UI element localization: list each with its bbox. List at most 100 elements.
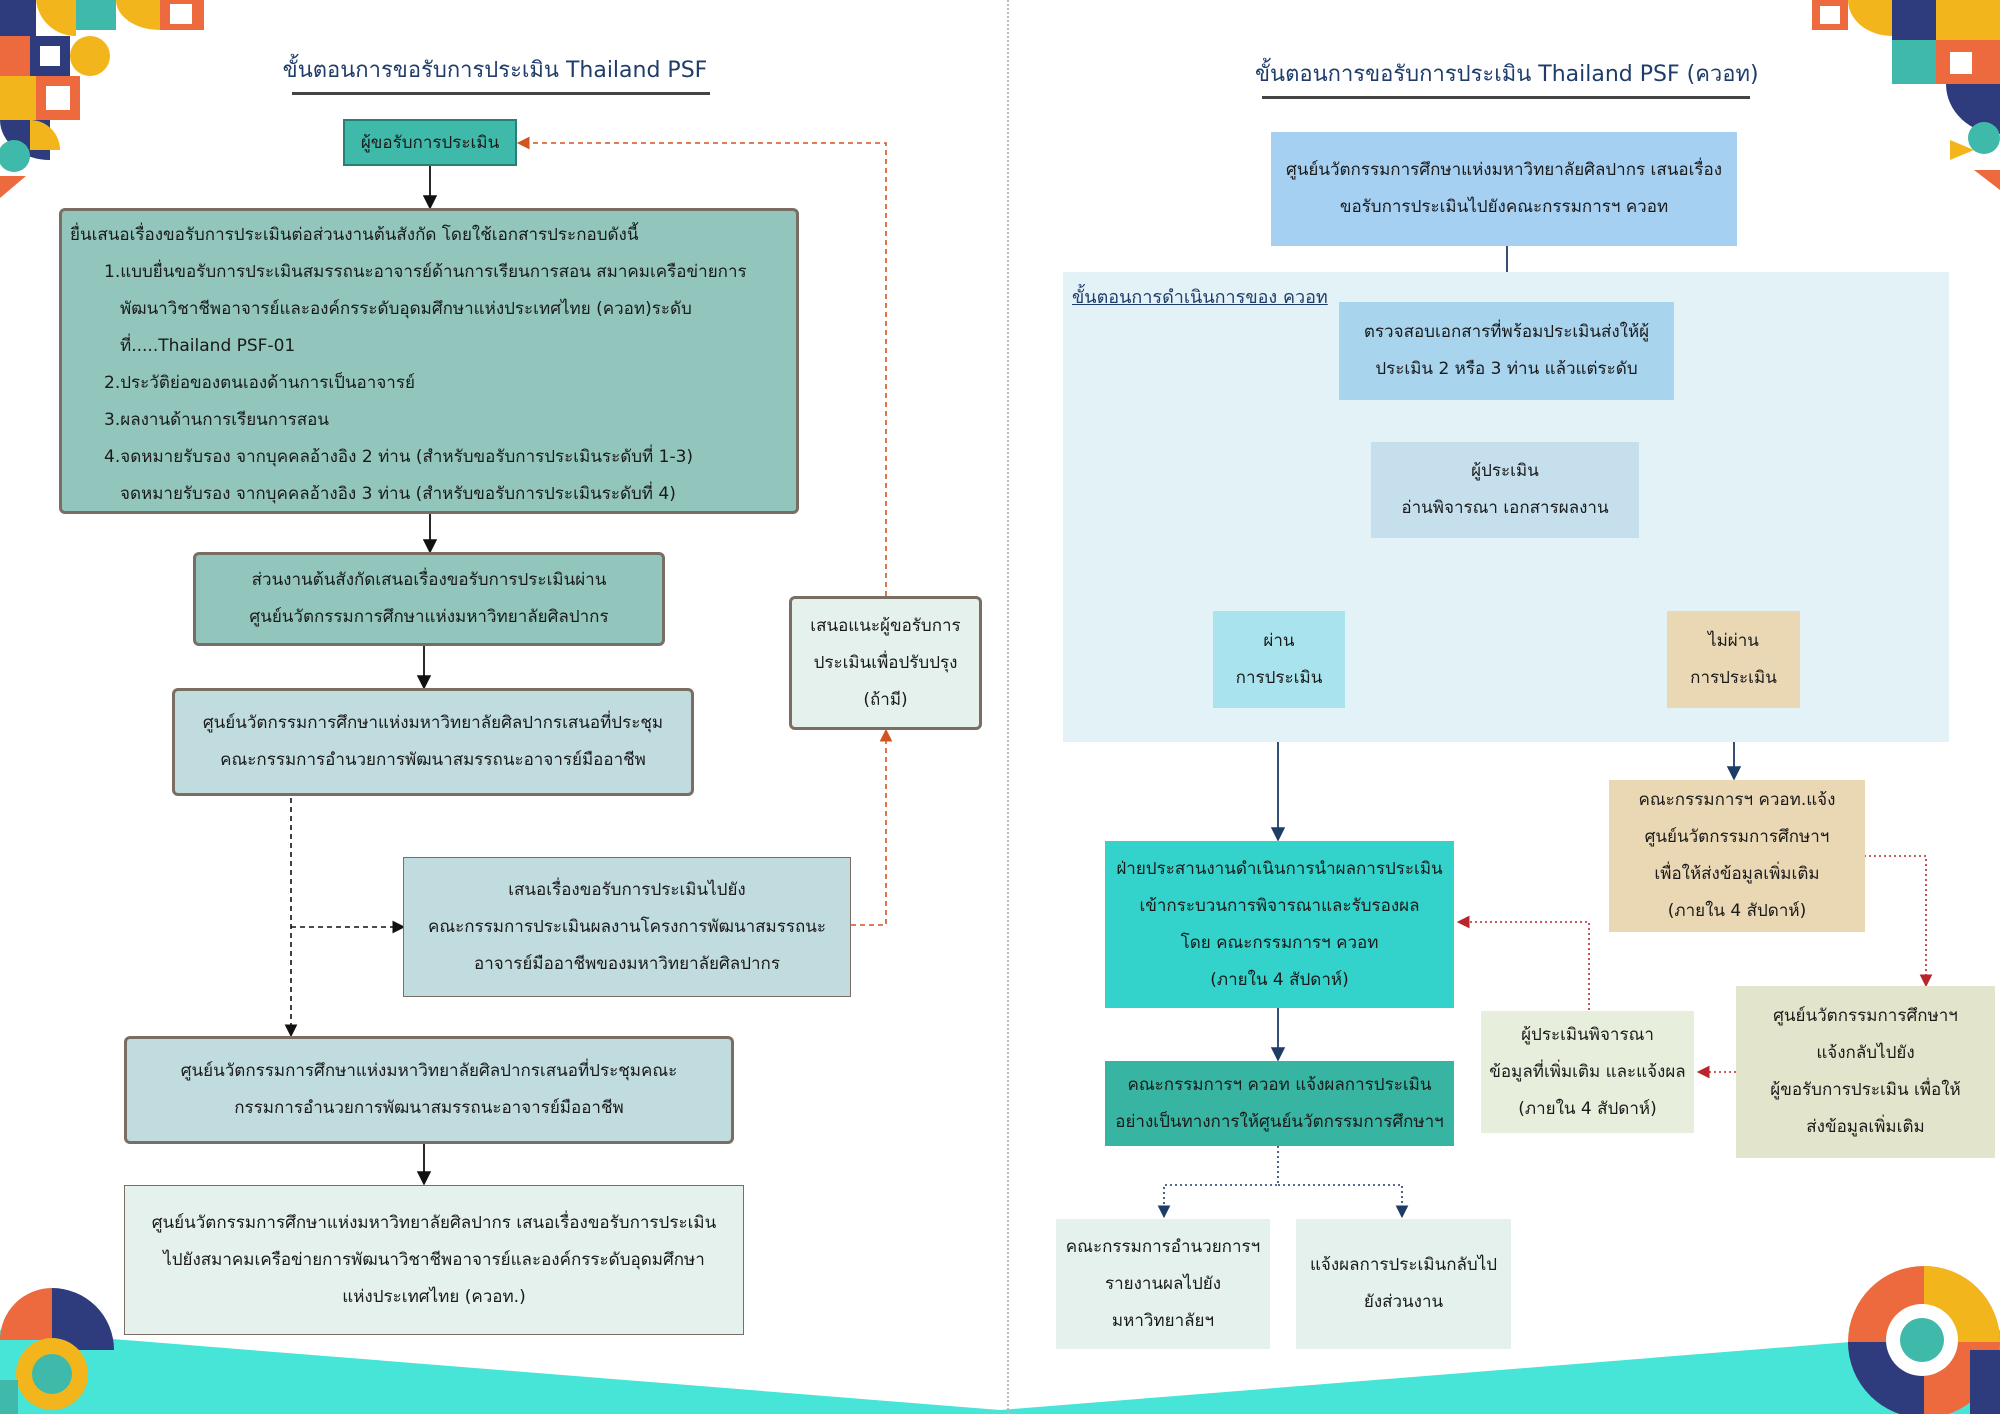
fail-box: ไม่ผ่าน การประเมิน <box>1667 611 1800 708</box>
corner-ornament-bottom-left <box>0 1288 114 1414</box>
right-title: ขั้นตอนการขอรับการประเมิน Thailand PSF (… <box>1255 62 1759 87</box>
center-notify-line: ผู้ขอรับการประเมิน เพื่อให้ <box>1770 1080 1961 1100</box>
arrow-official-inform <box>1278 1184 1409 1219</box>
suggest-line: ประเมินเพื่อปรับปรุง <box>813 652 958 673</box>
official-box: คณะกรรมการฯ ควอท แจ้งผลการประเมิน อย่างเ… <box>1105 1061 1454 1146</box>
inform-line: ยังส่วนงาน <box>1363 1292 1444 1312</box>
send-box: ศูนย์นวัตกรรมการศึกษาแห่งมหาวิทยาลัยศิลป… <box>124 1185 744 1335</box>
fail-line: การประเมิน <box>1690 667 1777 688</box>
assessor-line: อ่านพิจารณา เอกสารผลงาน <box>1401 498 1609 518</box>
center-meeting-line: ศูนย์นวัตกรรมการศึกษาแห่งมหาวิทยาลัยศิลป… <box>202 713 664 733</box>
suggest-box: เสนอแนะผู้ขอรับการ ประเมินเพื่อปรับปรุง … <box>789 596 982 730</box>
unit-line: ส่วนงานต้นสังกัดเสนอเรื่องขอรับการประเมิ… <box>251 570 607 590</box>
item-line: จดหมายรับรอง จากบุคคลอ้างอิง 2 ท่าน (สำห… <box>120 447 694 467</box>
assessor-more-line: (ภายใน 4 สัปดาห์) <box>1518 1098 1657 1119</box>
corner-ornament-bottom-right <box>1848 1266 2000 1414</box>
arrow-suggest-applicant <box>516 136 887 596</box>
item-number: 2. <box>104 373 121 393</box>
check-line: ประเมิน 2 หรือ 3 ท่าน แล้วแต่ระดับ <box>1375 359 1638 379</box>
report-line: คณะกรรมการอำนวยการฯ <box>1065 1236 1261 1257</box>
coord-line: โดย คณะกรรมการฯ ควอท <box>1180 932 1379 953</box>
propose-line: เสนอเรื่องขอรับการประเมินไปยัง <box>508 879 746 900</box>
arrow-official-report <box>1157 1146 1279 1219</box>
suggest-line: เสนอแนะผู้ขอรับการ <box>810 615 961 636</box>
item-line: ผลงานด้านการเรียนการสอน <box>120 410 329 430</box>
top-box: ศูนย์นวัตกรรมการศึกษาแห่งมหาวิทยาลัยศิลป… <box>1271 132 1737 246</box>
notify-center-line: คณะกรรมการฯ ควอท.แจ้ง <box>1638 790 1836 810</box>
submit-box: ยื่นเสนอเรื่องขอรับการประเมินต่อส่วนงานต… <box>59 208 799 514</box>
submit-item-4: 4.จดหมายรับรอง จากบุคคลอ้างอิง 2 ท่าน (ส… <box>70 439 788 513</box>
item-line: ที่.....Thailand PSF-01 <box>120 336 296 356</box>
pass-line: การประเมิน <box>1235 667 1323 688</box>
propose-line: คณะกรรมการประเมินผลงานโครงการพัฒนาสมรรถน… <box>427 916 827 937</box>
top-line: ขอรับการประเมินไปยังคณะกรรมการฯ ควอท <box>1339 197 1669 217</box>
coord-box: ฝ่ายประสานงานดำเนินการนำผลการประเมิน เข้… <box>1105 841 1454 1008</box>
check-box: ตรวจสอบเอกสารที่พร้อมประเมินส่งให้ผู้ ปร… <box>1339 302 1674 400</box>
center-meeting2-line: กรรมการอำนวยการพัฒนาสมรรถนะอาจารย์มืออาช… <box>234 1098 624 1118</box>
coord-line: เข้ากระบวนการพิจารณาและรับรองผล <box>1139 895 1420 916</box>
check-line: ตรวจสอบเอกสารที่พร้อมประเมินส่งให้ผู้ <box>1363 322 1650 342</box>
corner-ornament-top-left <box>0 0 204 198</box>
notify-center-box: คณะกรรมการฯ ควอท.แจ้ง ศูนย์นวัตกรรมการศึ… <box>1609 780 1865 932</box>
top-line: ศูนย์นวัตกรรมการศึกษาแห่งมหาวิทยาลัยศิลป… <box>1285 160 1723 180</box>
assessor-box: ผู้ประเมิน อ่านพิจารณา เอกสารผลงาน <box>1371 442 1639 538</box>
center-meeting-box: ศูนย์นวัตกรรมการศึกษาแห่งมหาวิทยาลัยศิลป… <box>172 688 694 796</box>
unit-box: ส่วนงานต้นสังกัดเสนอเรื่องขอรับการประเมิ… <box>193 552 665 646</box>
center-meeting-line: คณะกรรมการอำนวยการพัฒนาสมรรถนะอาจารย์มือ… <box>220 750 646 770</box>
center-notify-line: แจ้งกลับไปยัง <box>1816 1043 1915 1063</box>
submit-item-1: 1.แบบยื่นขอรับการประเมินสมรรถนะอาจารย์ด้… <box>70 254 788 365</box>
unit-line: ศูนย์นวัตกรรมการศึกษาแห่งมหาวิทยาลัยศิลป… <box>249 607 609 627</box>
report-line: มหาวิทยาลัยฯ <box>1111 1310 1215 1331</box>
assessor-more-box: ผู้ประเมินพิจารณา ข้อมูลที่เพิ่มเติม และ… <box>1481 1011 1694 1133</box>
arrow-propose-suggest <box>851 728 893 926</box>
notify-center-line: (ภายใน 4 สัปดาห์) <box>1667 901 1807 921</box>
official-line: คณะกรรมการฯ ควอท แจ้งผลการประเมิน <box>1127 1074 1432 1095</box>
submit-heading: ยื่นเสนอเรื่องขอรับการประเมินต่อส่วนงานต… <box>70 225 639 245</box>
inform-line: แจ้งผลการประเมินกลับไป <box>1309 1255 1498 1275</box>
propose-line: อาจารย์มืออาชีพของมหาวิทยาลัยศิลปากร <box>474 953 780 974</box>
page-divider <box>1007 0 1009 1414</box>
applicant-box: ผู้ขอรับการประเมิน <box>343 119 517 166</box>
center-meeting2-box: ศูนย์นวัตกรรมการศึกษาแห่งมหาวิทยาลัยศิลป… <box>124 1036 734 1144</box>
propose-box: เสนอเรื่องขอรับการประเมินไปยัง คณะกรรมกา… <box>403 857 851 997</box>
submit-item-2: 2.ประวัติย่อของตนเองด้านการเป็นอาจารย์ <box>70 365 788 402</box>
item-line: พัฒนาวิชาชีพอาจารย์และองค์กรระดับอุดมศึก… <box>120 299 692 319</box>
item-number: 4. <box>104 447 121 467</box>
arrow-assessormore-coord <box>1456 915 1590 1010</box>
center-notify-line: ศูนย์นวัตกรรมการศึกษาฯ <box>1773 1006 1958 1026</box>
item-line: แบบยื่นขอรับการประเมินสมรรถนะอาจารย์ด้าน… <box>120 262 747 282</box>
report-line: รายงานผลไปยัง <box>1104 1273 1222 1294</box>
pass-box: ผ่าน การประเมิน <box>1213 611 1345 708</box>
item-line: ประวัติย่อของตนเองด้านการเป็นอาจารย์ <box>120 373 415 393</box>
center-notify-box: ศูนย์นวัตกรรมการศึกษาฯ แจ้งกลับไปยัง ผู้… <box>1736 986 1995 1158</box>
left-title-underline <box>292 92 710 95</box>
item-number: 3. <box>104 410 121 430</box>
send-line: ไปยังสมาคมเครือข่ายการพัฒนาวิชาชีพอาจารย… <box>163 1249 705 1270</box>
coord-line: ฝ่ายประสานงานดำเนินการนำผลการประเมิน <box>1116 858 1443 879</box>
bottom-band <box>0 1330 2000 1414</box>
coord-line: (ภายใน 4 สัปดาห์) <box>1210 969 1349 990</box>
assessor-more-line: ข้อมูลที่เพิ่มเติม และแจ้งผล <box>1489 1061 1686 1082</box>
pass-line: ผ่าน <box>1263 630 1295 651</box>
center-meeting2-line: ศูนย์นวัตกรรมการศึกษาแห่งมหาวิทยาลัยศิลป… <box>180 1061 678 1081</box>
suggest-line: (ถ้ามี) <box>863 689 908 710</box>
corner-ornament-top-right <box>1812 0 2000 190</box>
official-line: อย่างเป็นทางการให้ศูนย์นวัตกรรมการศึกษาฯ <box>1115 1111 1444 1132</box>
item-line: จดหมายรับรอง จากบุคคลอ้างอิง 3 ท่าน (สำห… <box>120 484 676 504</box>
item-number: 1. <box>104 262 121 282</box>
left-title: ขั้นตอนการขอรับการประเมิน Thailand PSF <box>282 58 708 83</box>
arrow-notify-center <box>1864 855 1933 988</box>
send-line: แห่งประเทศไทย (ควอท.) <box>342 1286 526 1307</box>
panel-label: ขั้นตอนการดำเนินการของ ควอท <box>1072 287 1328 308</box>
inform-box: แจ้งผลการประเมินกลับไป ยังส่วนงาน <box>1296 1219 1511 1349</box>
center-notify-line: ส่งข้อมูลเพิ่มเติม <box>1806 1117 1925 1137</box>
submit-item-3: 3.ผลงานด้านการเรียนการสอน <box>70 402 788 439</box>
right-title-underline <box>1262 96 1750 99</box>
report-box: คณะกรรมการอำนวยการฯ รายงานผลไปยัง มหาวิท… <box>1056 1219 1270 1349</box>
assessor-line: ผู้ประเมิน <box>1471 461 1539 481</box>
notify-center-line: ศูนย์นวัตกรรมการศึกษาฯ <box>1644 827 1830 847</box>
notify-center-line: เพื่อให้ส่งข้อมูลเพิ่มเติม <box>1654 864 1820 884</box>
fail-line: ไม่ผ่าน <box>1708 630 1759 651</box>
assessor-more-line: ผู้ประเมินพิจารณา <box>1521 1024 1654 1045</box>
